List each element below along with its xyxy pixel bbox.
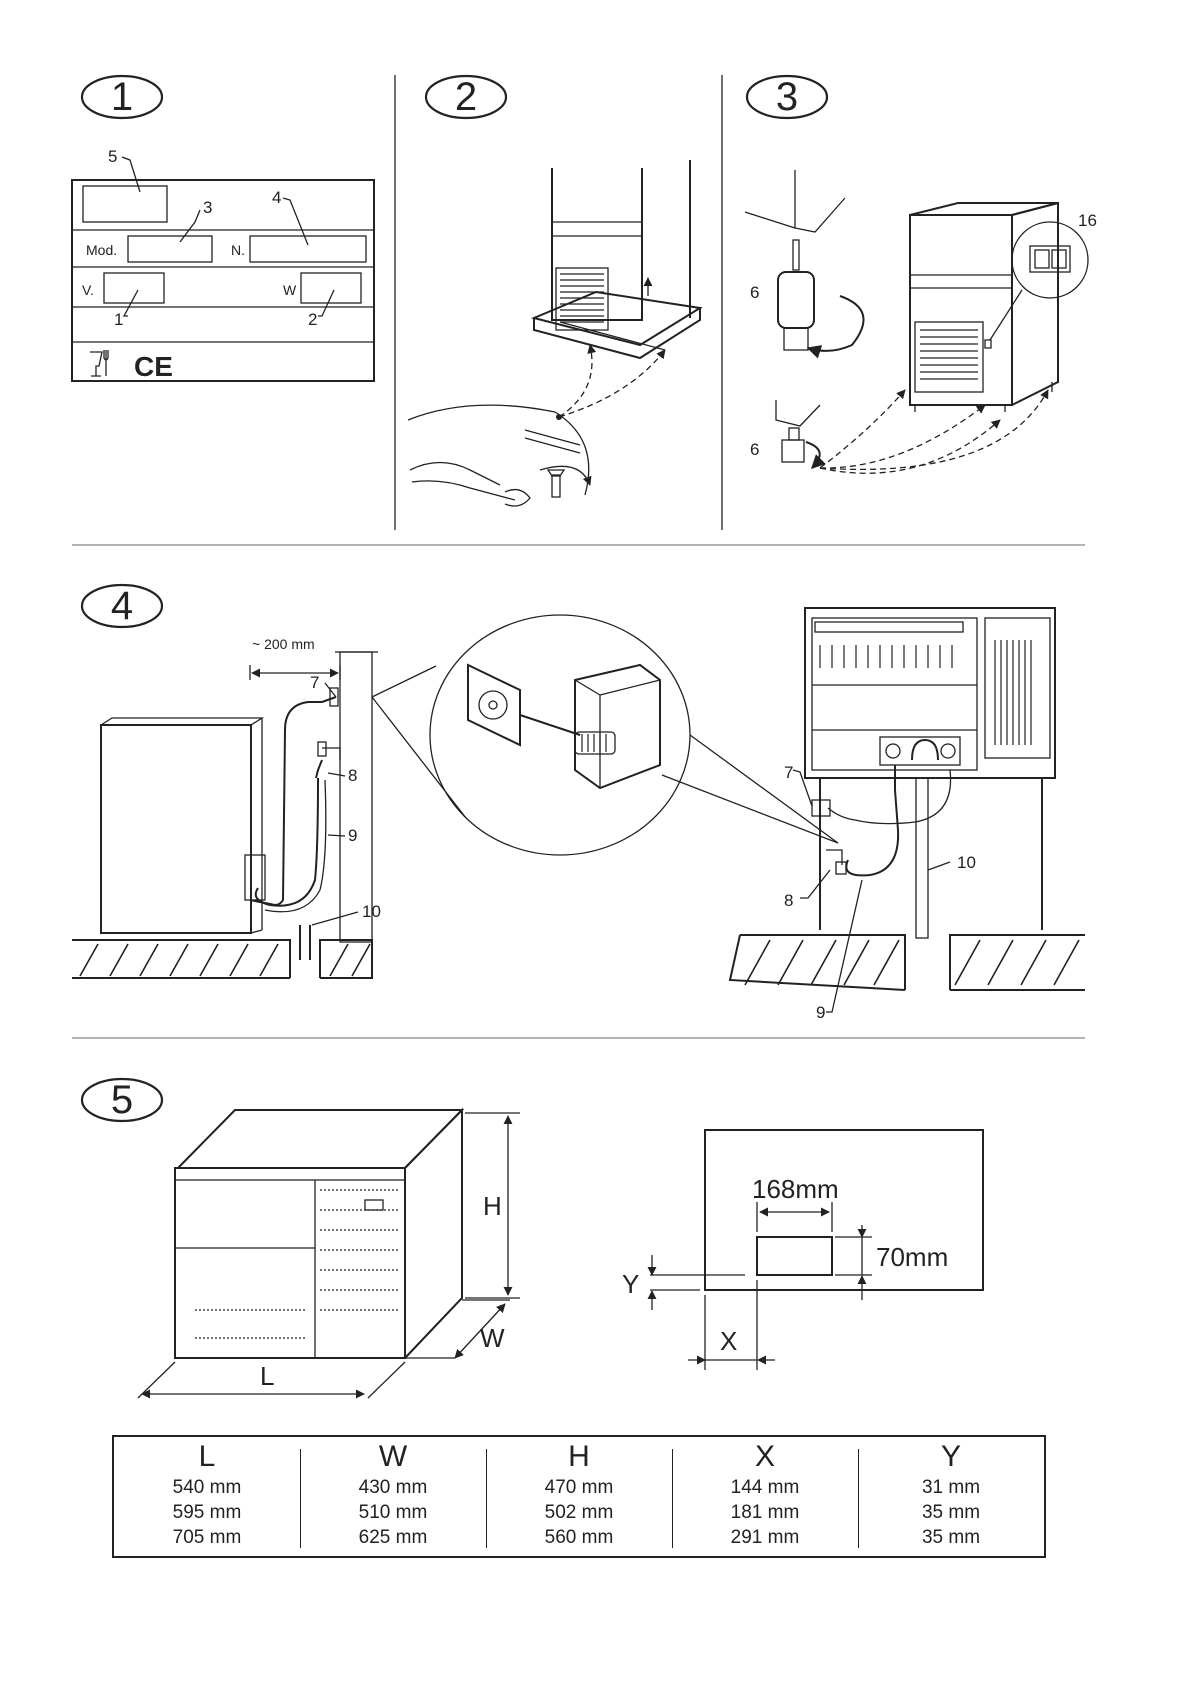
column-header: H [486, 1441, 672, 1475]
label-2: 2 [308, 310, 317, 329]
table-column-h: H 470 mm 502 mm 560 mm [486, 1437, 672, 1556]
table-cell: 625 mm [300, 1525, 486, 1550]
label-10-right: 10 [957, 853, 976, 872]
label-16: 16 [1078, 211, 1097, 230]
cutout-dimensions: 168mm 70mm Y X [622, 1130, 983, 1370]
svg-text:5: 5 [111, 1078, 133, 1122]
table-column-w: W 430 mm 510 mm 625 mm [300, 1437, 486, 1556]
dim-label-h: H [483, 1191, 502, 1221]
label-6-bottom: 6 [750, 440, 759, 459]
cutout-height-label: 70mm [876, 1242, 948, 1272]
label-9: 9 [348, 826, 357, 845]
step-number-4: 4 [82, 584, 162, 628]
label-5: 5 [108, 147, 117, 166]
step-number-1: 1 [82, 75, 162, 119]
table-cell: 181 mm [672, 1500, 858, 1525]
column-header: Y [858, 1441, 1044, 1475]
ce-mark: CE [134, 351, 173, 382]
step-number-5: 5 [82, 1078, 162, 1122]
table-cell: 470 mm [486, 1475, 672, 1500]
table-cell: 705 mm [114, 1525, 300, 1550]
label-9-right: 9 [816, 1003, 825, 1022]
svg-text:N.: N. [231, 242, 245, 258]
table-cell: 560 mm [486, 1525, 672, 1550]
unit-on-pallet [534, 160, 700, 358]
cutout-width-label: 168mm [752, 1174, 839, 1204]
table-cell: 430 mm [300, 1475, 486, 1500]
install-side-view: ~ 200 mm 7 8 9 10 [72, 636, 381, 978]
column-header: X [672, 1441, 858, 1475]
table-cell: 595 mm [114, 1500, 300, 1525]
label-1: 1 [114, 310, 123, 329]
cutout-y-label: Y [622, 1269, 639, 1299]
install-front-view: 7 10 8 9 [730, 608, 1085, 1022]
rating-plate: Mod. N. V. W CE 5 3 4 1 2 [72, 147, 374, 382]
label-3: 3 [203, 198, 212, 217]
label-7-right: 7 [784, 763, 793, 782]
dim-label-w: W [480, 1323, 505, 1353]
table-column-y: Y 31 mm 35 mm 35 mm [858, 1437, 1044, 1556]
svg-text:V.: V. [82, 282, 94, 298]
cabinet-dimensions: H W L [138, 1110, 520, 1398]
socket-detail [372, 615, 838, 855]
table-cell: 35 mm [858, 1525, 1044, 1550]
table-column-l: L 540 mm 595 mm 705 mm [114, 1437, 300, 1556]
table-cell: 144 mm [672, 1475, 858, 1500]
label-7: 7 [310, 673, 319, 692]
table-cell: 540 mm [114, 1475, 300, 1500]
step-number-2: 2 [426, 75, 506, 119]
label-8: 8 [348, 766, 357, 785]
column-header: W [300, 1441, 486, 1475]
table-cell: 35 mm [858, 1500, 1044, 1525]
svg-text:4: 4 [111, 584, 133, 628]
svg-text:W: W [283, 282, 297, 298]
table-cell: 31 mm [858, 1475, 1044, 1500]
dim-label-l: L [260, 1361, 274, 1391]
svg-text:2: 2 [455, 75, 477, 119]
foot-detail: 6 6 [745, 170, 864, 468]
label-6-top: 6 [750, 283, 759, 302]
table-column-x: X 144 mm 181 mm 291 mm [672, 1437, 858, 1556]
wrench-detail-circle [408, 345, 665, 506]
svg-text:1: 1 [111, 75, 133, 119]
cutout-x-label: X [720, 1326, 737, 1356]
table-cell: 510 mm [300, 1500, 486, 1525]
table-cell: 502 mm [486, 1500, 672, 1525]
ice-maker-unit: 16 [820, 203, 1097, 473]
label-10: 10 [362, 902, 381, 921]
table-cell: 291 mm [672, 1525, 858, 1550]
distance-label: ~ 200 mm [252, 636, 315, 652]
column-header: L [114, 1441, 300, 1475]
svg-text:Mod.: Mod. [86, 242, 117, 258]
svg-text:3: 3 [776, 75, 798, 119]
step-number-3: 3 [747, 75, 827, 119]
dimensions-table: L 540 mm 595 mm 705 mm W 430 mm 510 mm 6… [112, 1435, 1046, 1558]
label-8-right: 8 [784, 891, 793, 910]
label-4: 4 [272, 188, 281, 207]
